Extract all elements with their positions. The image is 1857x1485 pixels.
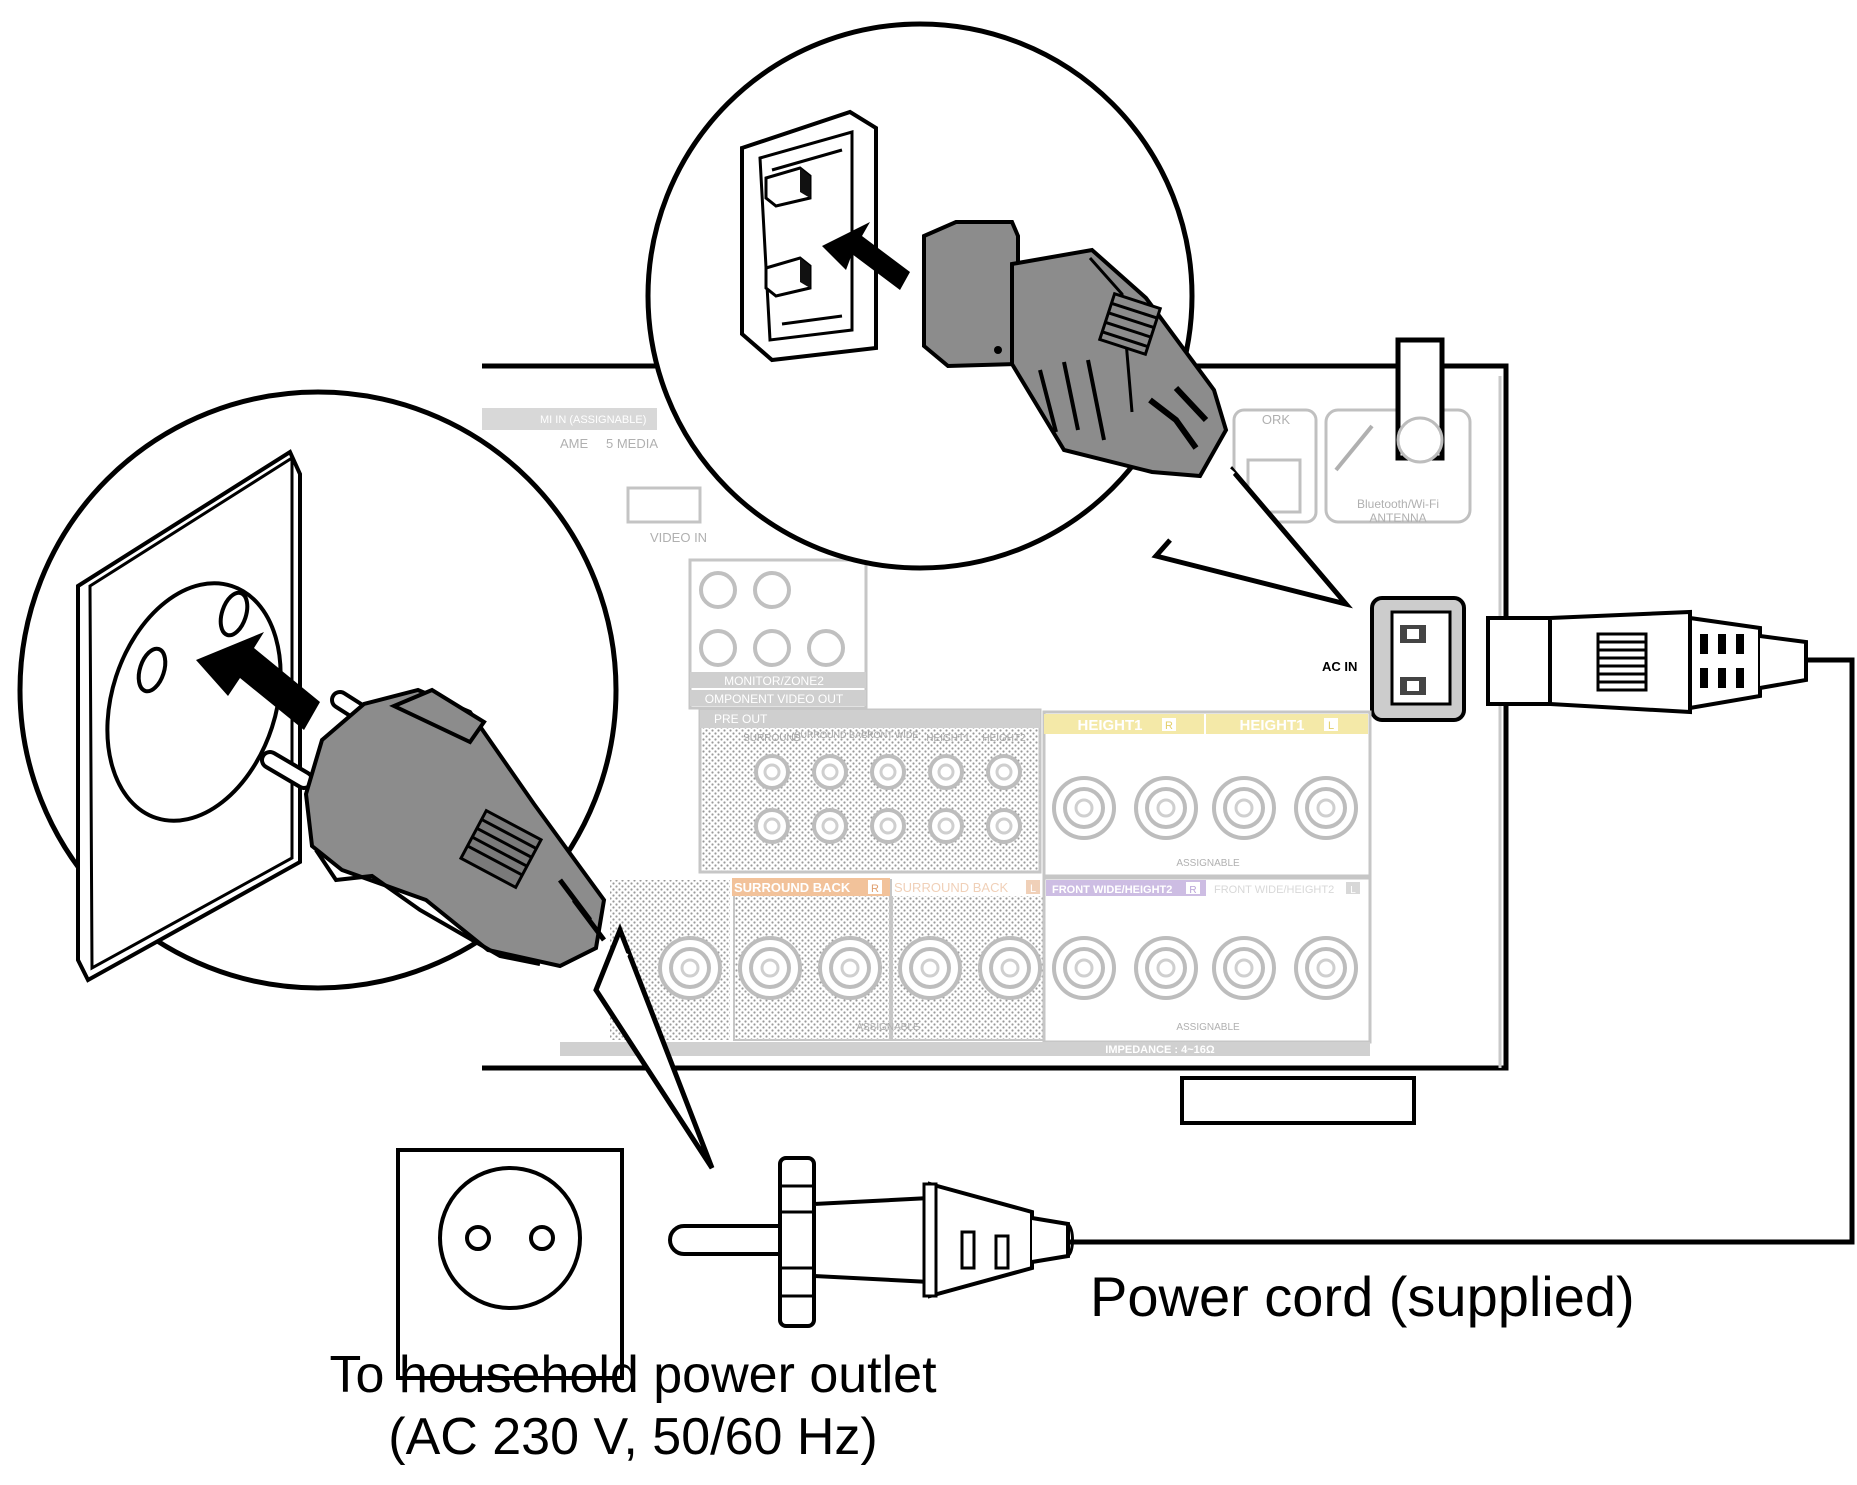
terminal-jack xyxy=(1000,958,1020,978)
receiver-foot xyxy=(1180,1076,1416,1125)
surround-back-l-label: SURROUND BACK xyxy=(894,880,1008,895)
component-video-out: MONITOR/ZONE2 OMPONENT VIDEO OUT xyxy=(688,558,868,710)
height1-r-label: HEIGHT1 xyxy=(1077,717,1142,734)
terminal-jack xyxy=(1156,958,1176,978)
insert-arrow-icon-2 xyxy=(196,632,320,730)
svg-text:L: L xyxy=(1350,885,1356,896)
terminal-jack xyxy=(879,763,897,781)
svg-text:ASSIGNABLE: ASSIGNABLE xyxy=(1176,858,1240,869)
wall-outlet xyxy=(396,1148,624,1380)
svg-text:R: R xyxy=(1189,885,1196,896)
svg-text:VIDEO IN: VIDEO IN xyxy=(650,530,707,545)
front-wide-r-label: FRONT WIDE/HEIGHT2 xyxy=(1052,884,1172,896)
terminal-jack xyxy=(1234,798,1254,818)
terminal-jack xyxy=(920,958,940,978)
power-cord-caption: Power cord (supplied) xyxy=(1090,1265,1635,1328)
terminal-jack xyxy=(1316,798,1336,818)
terminal-jack xyxy=(879,817,897,835)
terminal-jack xyxy=(821,817,839,835)
svg-text:L: L xyxy=(1030,883,1036,895)
terminal-jack xyxy=(760,958,780,978)
terminal-jack xyxy=(1074,798,1094,818)
power-cord xyxy=(1040,657,1855,1245)
svg-text:ASSIGNABLE: ASSIGNABLE xyxy=(1176,1022,1240,1033)
surround-back-r-label: SURROUND BACK xyxy=(734,880,851,895)
svg-text:HEIGHT2: HEIGHT2 xyxy=(982,733,1026,744)
svg-text:OMPONENT VIDEO OUT: OMPONENT VIDEO OUT xyxy=(705,692,844,706)
callout-iec-inlet xyxy=(645,21,1353,609)
euro-plug xyxy=(668,1156,1074,1328)
ac-in-socket: AC IN xyxy=(1322,596,1466,722)
svg-text:MONITOR/ZONE2: MONITOR/ZONE2 xyxy=(724,674,824,688)
terminal-jack xyxy=(1316,958,1336,978)
terminal-jack xyxy=(821,763,839,781)
receiver-rear-panel: Bluetooth/Wi-Fi ANTENNA ORK AC IN MI IN … xyxy=(482,337,1509,1125)
callout-euro-outlet xyxy=(17,389,715,1170)
pre-out-section: PRE OUT SURROUND SURROUND BACK FRONT WID… xyxy=(698,708,1042,874)
ac-in-label: AC IN xyxy=(1322,659,1357,674)
terminal-jack xyxy=(937,763,955,781)
svg-text:HEIGHT1: HEIGHT1 xyxy=(926,733,970,744)
svg-text:AME: AME xyxy=(560,436,589,451)
inlet-pin-bottom xyxy=(764,256,812,298)
height1-l-label: HEIGHT1 xyxy=(1239,717,1304,734)
terminal-jack xyxy=(840,958,860,978)
speaker-terminals: HEIGHT1 R HEIGHT1 L ASSIGNABLE SURROUND … xyxy=(560,710,1372,1056)
svg-text:5 MEDIA: 5 MEDIA xyxy=(606,436,658,451)
terminal-jack xyxy=(763,763,781,781)
terminal-jack xyxy=(995,817,1013,835)
terminal-jack xyxy=(763,817,781,835)
terminal-jack xyxy=(680,958,700,978)
terminal-jack xyxy=(1074,958,1094,978)
antenna-label-1: Bluetooth/Wi-Fi xyxy=(1357,497,1439,511)
outlet-caption-line1: To household power outlet xyxy=(329,1346,937,1404)
outlet-caption-line2: (AC 230 V, 50/60 Hz) xyxy=(388,1408,877,1466)
terminal-jack xyxy=(1234,958,1254,978)
svg-text:SURROUND: SURROUND xyxy=(743,733,801,744)
svg-text:R: R xyxy=(871,883,879,895)
inlet-pin-top xyxy=(764,166,812,208)
antenna: Bluetooth/Wi-Fi ANTENNA xyxy=(1324,337,1472,525)
svg-text:MI IN (ASSIGNABLE): MI IN (ASSIGNABLE) xyxy=(540,414,646,426)
svg-text:L: L xyxy=(1328,720,1334,732)
hdmi-input-area: MI IN (ASSIGNABLE) AME 5 MEDIA VIDEO IN xyxy=(482,408,707,545)
antenna-label-2: ANTENNA xyxy=(1369,511,1426,525)
impedance-label: IMPEDANCE : 4~16Ω xyxy=(1105,1044,1215,1056)
front-wide-l-label: FRONT WIDE/HEIGHT2 xyxy=(1214,884,1334,896)
insert-arrow-icon xyxy=(822,222,910,290)
svg-text:PRE OUT: PRE OUT xyxy=(714,712,768,726)
svg-text:SURROUND BACK: SURROUND BACK xyxy=(794,730,873,740)
svg-text:ASSIGNABLE: ASSIGNABLE xyxy=(856,1022,920,1033)
svg-text:FRONT WIDE: FRONT WIDE xyxy=(862,730,919,740)
terminal-jack xyxy=(937,817,955,835)
iec-power-plug-inserted xyxy=(1486,609,1808,715)
terminal-jack xyxy=(1156,798,1176,818)
terminal-jack xyxy=(995,763,1013,781)
svg-text:R: R xyxy=(1165,720,1173,732)
svg-text:ORK: ORK xyxy=(1262,412,1291,427)
